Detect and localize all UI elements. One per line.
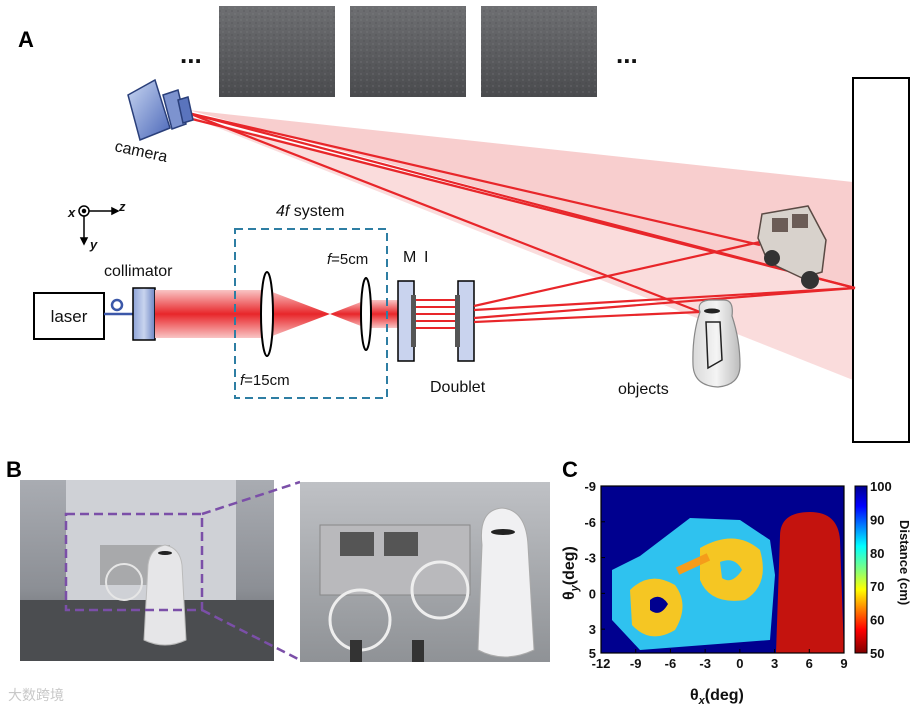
y-tick-label: 3 bbox=[589, 622, 596, 637]
metasurface-m-label: M bbox=[403, 249, 416, 266]
y-tick-label: -9 bbox=[584, 479, 596, 494]
doublet-label: Doublet bbox=[430, 379, 486, 396]
object-car bbox=[757, 205, 827, 289]
colorbar-ticks: 100 90 80 70 60 50 bbox=[870, 479, 892, 661]
panel-c-label: C bbox=[562, 457, 578, 482]
x-axis-ticks: -12 -9 -6 -3 0 3 6 9 bbox=[592, 649, 848, 671]
captured-frames bbox=[219, 6, 597, 97]
y-tick-label: 5 bbox=[589, 646, 596, 661]
panel-a-label: A bbox=[18, 27, 34, 52]
lens-f15-label: f=15cm bbox=[240, 372, 290, 389]
collimated-beam bbox=[155, 290, 267, 338]
zoomed-photo bbox=[300, 482, 550, 662]
x-tick-label: 3 bbox=[771, 656, 778, 671]
four-f-label: 4f system bbox=[276, 203, 344, 220]
scene-photo bbox=[20, 480, 274, 661]
x-tick-label: 0 bbox=[736, 656, 743, 671]
collimator bbox=[132, 287, 156, 341]
depth-region-robot bbox=[776, 512, 844, 653]
laser-box bbox=[33, 292, 105, 340]
y-axis-ticks: -9 -6 -3 0 3 5 bbox=[584, 479, 605, 661]
axis-x-label: x bbox=[67, 205, 76, 220]
object-robot bbox=[692, 299, 741, 388]
colorbar bbox=[854, 485, 868, 654]
metasurface-i-label: I bbox=[424, 249, 428, 266]
axis-z-label: z bbox=[118, 199, 126, 214]
zoom-line-top bbox=[201, 480, 301, 516]
lens-f15 bbox=[260, 271, 274, 357]
colorbar-tick-label: 100 bbox=[870, 479, 892, 494]
y-tick-label: -6 bbox=[584, 515, 596, 530]
collimator-label: collimator bbox=[104, 263, 173, 280]
watermark: 大数跨境 bbox=[8, 688, 64, 704]
x-tick-label: 9 bbox=[840, 656, 847, 671]
y-tick-label: -3 bbox=[584, 551, 596, 566]
depth-map bbox=[601, 486, 844, 653]
beamlets bbox=[416, 299, 455, 329]
laser-label: laser bbox=[51, 307, 88, 326]
y-tick-label: 0 bbox=[589, 586, 596, 601]
doublet-plate bbox=[457, 280, 475, 362]
x-tick-label: -3 bbox=[699, 656, 711, 671]
axis-y-label: y bbox=[89, 237, 98, 252]
colorbar-tick-label: 90 bbox=[870, 512, 884, 527]
return-beams bbox=[187, 111, 856, 314]
zoom-region-box bbox=[64, 512, 204, 612]
zoom-line-bottom bbox=[201, 608, 301, 662]
depth-map-frame bbox=[600, 485, 845, 654]
screen bbox=[852, 77, 910, 443]
y-axis-label: θy(deg) bbox=[561, 546, 581, 600]
camera-label: camera bbox=[113, 138, 169, 166]
colorbar-tick-label: 60 bbox=[870, 613, 884, 628]
colorbar-label: Distance (cm) bbox=[897, 520, 912, 605]
objects-label: objects bbox=[618, 381, 669, 398]
x-tick-label: -6 bbox=[665, 656, 677, 671]
camera bbox=[127, 78, 194, 142]
panel-b-label: B bbox=[6, 457, 22, 482]
ellipsis-right: ... bbox=[616, 39, 638, 69]
colorbar-tick-label: 70 bbox=[870, 579, 884, 594]
x-tick-label: -9 bbox=[630, 656, 642, 671]
lens-f5-label: f=5cm bbox=[327, 251, 368, 268]
colorbar-tick-label: 50 bbox=[870, 646, 884, 661]
ellipsis-left: ... bbox=[180, 39, 202, 69]
colorbar-tick-label: 80 bbox=[870, 546, 884, 561]
four-f-system-box bbox=[234, 228, 388, 399]
lens-f5 bbox=[360, 277, 372, 351]
x-tick-label: -12 bbox=[592, 656, 611, 671]
x-tick-label: 6 bbox=[806, 656, 813, 671]
coordinate-axes bbox=[78, 205, 120, 246]
x-axis-label: θx(deg) bbox=[690, 687, 744, 707]
